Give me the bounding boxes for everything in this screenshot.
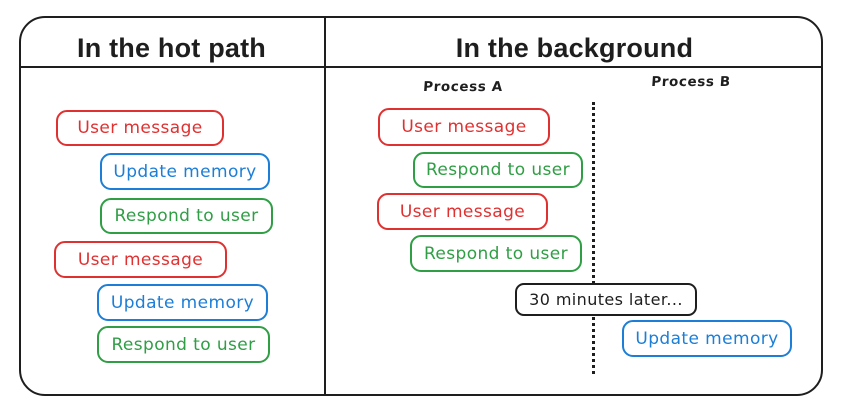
step-box-user-message: User message: [56, 110, 224, 146]
process-a-label: Process A: [422, 79, 504, 95]
panel-divider-line: [324, 16, 326, 394]
diagram-frame: [19, 16, 823, 396]
step-box-respond-to-user: Respond to user: [97, 326, 270, 363]
process-b-label: Process B: [650, 74, 732, 90]
background-panel-title: In the background: [455, 32, 694, 63]
time-note-box: 30 minutes later...: [515, 283, 697, 316]
hot-path-panel-title: In the hot path: [77, 32, 266, 63]
process-divider-dotted-line: [592, 102, 595, 374]
step-box-update-memory: Update memory: [100, 153, 270, 190]
step-box-respond-to-user: Respond to user: [413, 152, 583, 188]
step-box-user-message: User message: [378, 108, 550, 146]
header-separator-line: [19, 66, 823, 68]
step-box-update-memory: Update memory: [97, 284, 268, 321]
step-box-respond-to-user: Respond to user: [410, 235, 582, 272]
step-box-user-message: User message: [54, 241, 227, 278]
step-box-user-message: User message: [377, 193, 548, 230]
step-box-respond-to-user: Respond to user: [100, 198, 273, 234]
step-box-update-memory: Update memory: [622, 320, 792, 357]
